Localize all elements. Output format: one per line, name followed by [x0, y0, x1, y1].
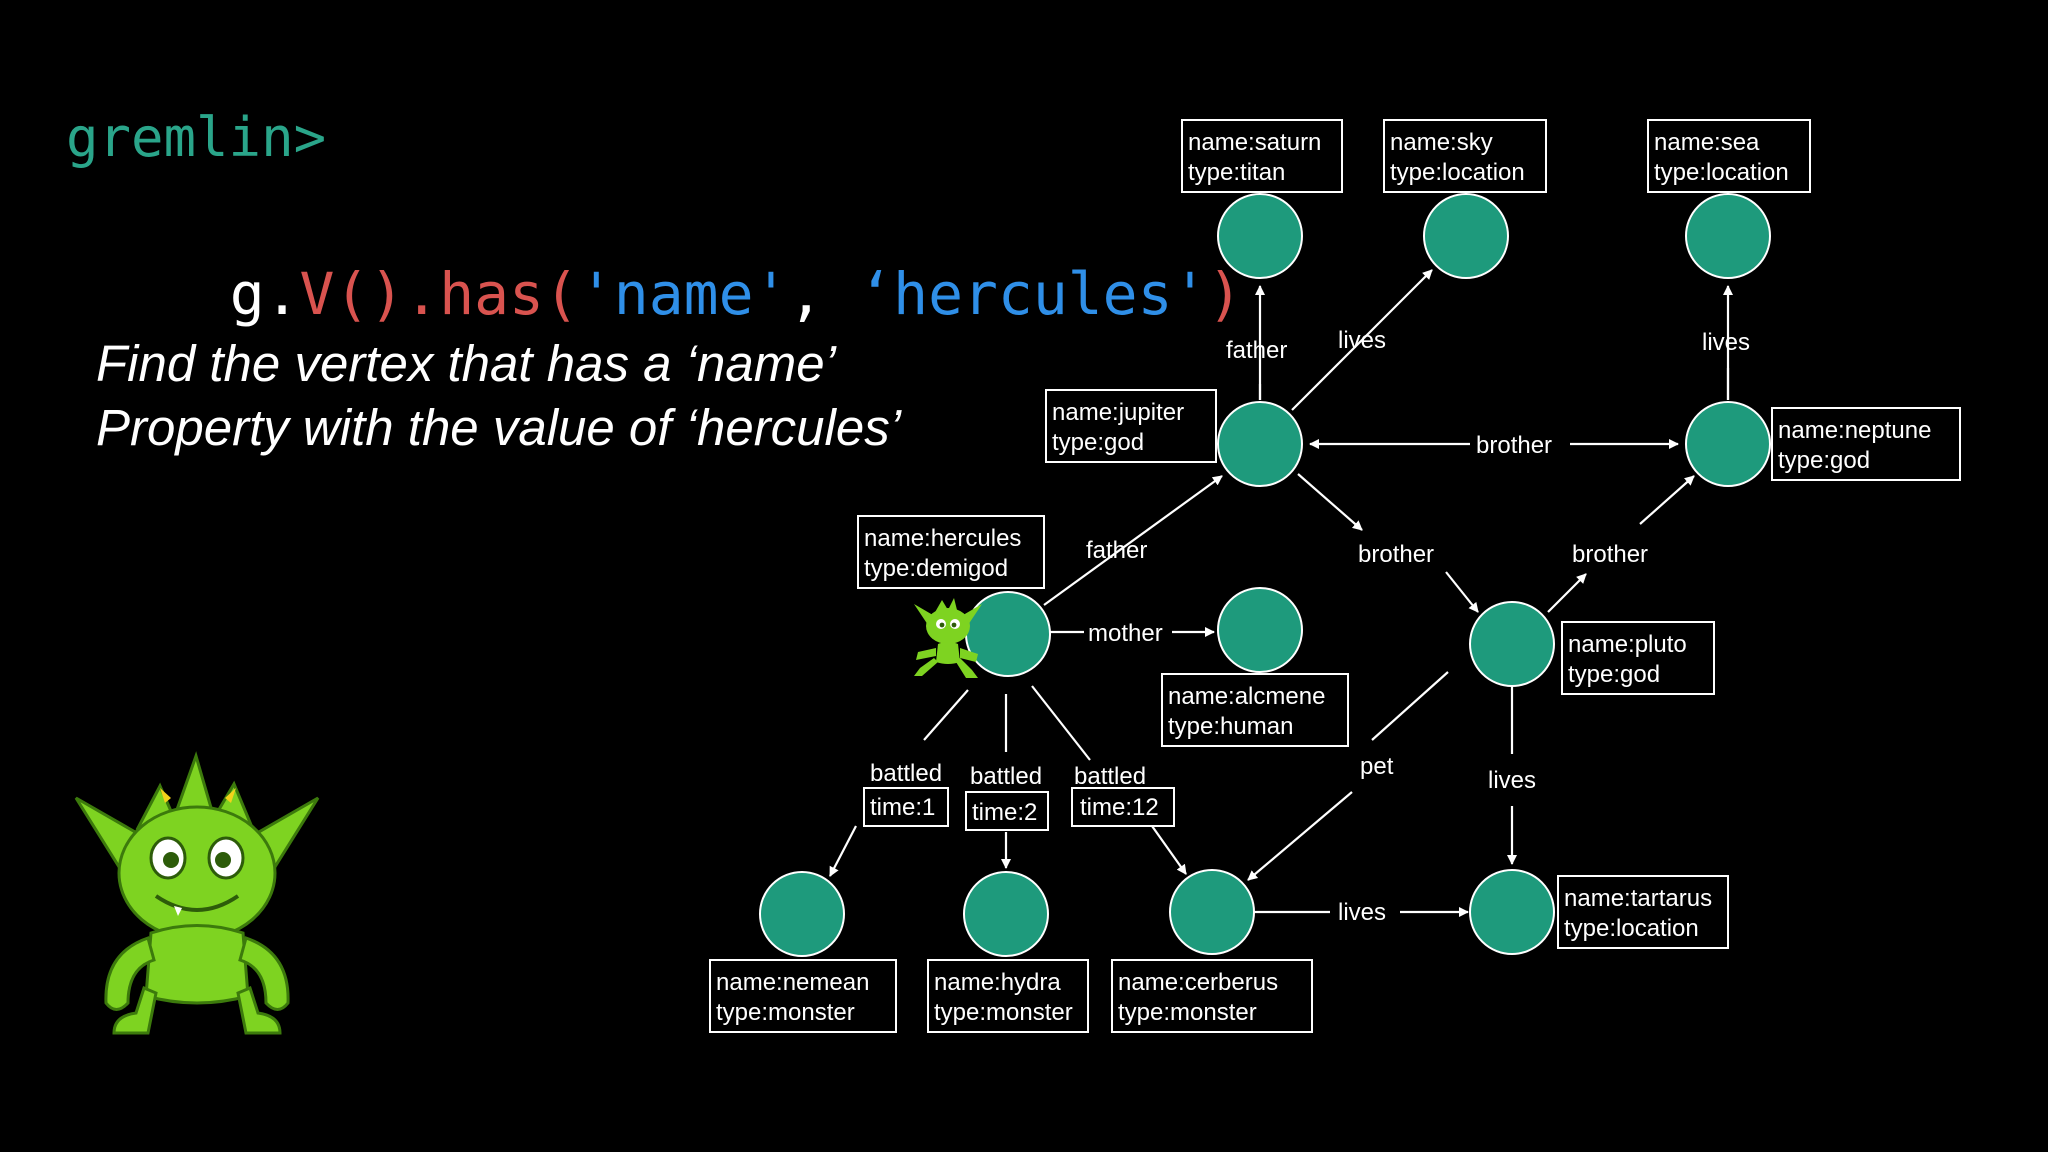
edge-label: father	[1226, 337, 1287, 364]
edge-label: brother	[1476, 432, 1552, 459]
query-part: 'name'	[578, 260, 789, 328]
vertex-type: type:god	[1778, 447, 1870, 474]
edge-brother	[1297, 473, 1363, 531]
vertex-label-box	[1557, 875, 1729, 949]
edge-label: lives	[1338, 899, 1386, 926]
vertex-type: type:monster	[934, 999, 1073, 1026]
vertex-name: name:hydra	[934, 969, 1061, 996]
vertex-name: name:sea	[1654, 129, 1760, 156]
vertex-type: type:location	[1654, 159, 1789, 186]
edge-label: battled	[970, 763, 1042, 790]
edge-label: father	[1086, 537, 1147, 564]
vertex-label-box	[1383, 119, 1547, 193]
vertex-properties: name:saturn type:titan name:sky type:loc…	[709, 119, 1961, 1033]
vertex-name: name:pluto	[1568, 631, 1687, 658]
edge-battled	[829, 825, 857, 877]
edge-label: mother	[1088, 620, 1163, 647]
edge-label: brother	[1358, 541, 1434, 568]
vertex-tartarus	[1469, 869, 1555, 955]
edge-pet	[1247, 791, 1353, 881]
query-part: ‘hercules'	[858, 260, 1208, 328]
edge-lives	[1291, 269, 1433, 411]
query-description: Find the vertex that has a ‘name’ Proper…	[96, 332, 901, 460]
vertex-label-box	[857, 515, 1045, 589]
graph-vertices	[759, 193, 1771, 957]
description-line: Find the vertex that has a ‘name’	[96, 335, 836, 392]
edge-labels: father lives lives brother father mother…	[870, 327, 1750, 926]
edge-property: time:1	[870, 794, 935, 821]
vertex-label-box	[1161, 673, 1349, 747]
vertex-label-box	[1771, 407, 1961, 481]
vertex-name: name:neptune	[1778, 417, 1931, 444]
edge-father	[1043, 475, 1223, 606]
vertex-type: type:monster	[716, 999, 855, 1026]
vertex-label-box	[927, 959, 1089, 1033]
vertex-name: name:jupiter	[1052, 399, 1184, 426]
edge-battled	[1031, 685, 1091, 761]
gremlin-query: g.V().has('name', ‘hercules')	[90, 192, 1243, 396]
edge-label: lives	[1338, 327, 1386, 354]
edge-brother	[1445, 571, 1479, 613]
vertex-hydra	[963, 871, 1049, 957]
gremlin-small-icon	[914, 598, 982, 678]
edge-pet	[1371, 671, 1449, 741]
vertex-type: type:god	[1052, 429, 1144, 456]
vertex-type: type:demigod	[864, 555, 1008, 582]
edge-brother	[1639, 475, 1695, 525]
vertex-type: type:titan	[1188, 159, 1285, 186]
vertex-nemean	[759, 871, 845, 957]
vertex-name: name:tartarus	[1564, 885, 1712, 912]
vertex-type: type:human	[1168, 713, 1293, 740]
query-part: g.	[229, 260, 300, 328]
vertex-name: name:cerberus	[1118, 969, 1278, 996]
vertex-label-box	[1561, 621, 1715, 695]
vertex-cerberus	[1169, 869, 1255, 955]
vertex-label-box	[1111, 959, 1313, 1033]
vertex-saturn	[1217, 193, 1303, 279]
edge-property: time:12	[1080, 794, 1159, 821]
vertex-type: type:location	[1564, 915, 1699, 942]
vertex-hercules	[965, 591, 1051, 677]
edge-label: lives	[1488, 767, 1536, 794]
edge-label: lives	[1702, 329, 1750, 356]
vertex-label-box	[1181, 119, 1343, 193]
edge-battled	[923, 689, 969, 741]
vertex-sea	[1685, 193, 1771, 279]
edge-brother	[1547, 573, 1587, 613]
edge-property-box	[965, 791, 1049, 831]
edge-property-box	[1071, 787, 1175, 827]
vertex-name: name:hercules	[864, 525, 1021, 552]
edge-battled	[1151, 825, 1187, 875]
vertex-type: type:monster	[1118, 999, 1257, 1026]
vertex-name: name:nemean	[716, 969, 869, 996]
edge-label: battled	[1074, 763, 1146, 790]
edge-label: pet	[1360, 753, 1394, 780]
vertex-name: name:saturn	[1188, 129, 1321, 156]
vertex-alcmene	[1217, 587, 1303, 673]
vertex-type: type:god	[1568, 661, 1660, 688]
vertex-label-box	[1647, 119, 1811, 193]
vertex-label-box	[709, 959, 897, 1033]
vertex-label-box	[1045, 389, 1217, 463]
vertex-sky	[1423, 193, 1509, 279]
vertex-pluto	[1469, 601, 1555, 687]
description-line: Property with the value of ‘hercules’	[96, 399, 902, 456]
edge-property: time:2	[972, 799, 1037, 826]
graph-edges	[829, 269, 1733, 917]
gremlin-prompt: gremlin>	[66, 106, 327, 169]
edge-properties: time:1 time:2 time:12	[863, 787, 1175, 831]
edge-label: brother	[1572, 541, 1648, 568]
vertex-type: type:location	[1390, 159, 1525, 186]
edge-property-box	[863, 787, 949, 827]
gremlin-mascot-icon	[74, 751, 320, 1035]
vertex-neptune	[1685, 401, 1771, 487]
query-part: ,	[788, 260, 859, 328]
edge-label: battled	[870, 760, 942, 787]
vertex-jupiter	[1217, 401, 1303, 487]
vertex-name: name:sky	[1390, 129, 1493, 156]
query-part: V().has(	[299, 260, 579, 328]
vertex-name: name:alcmene	[1168, 683, 1325, 710]
